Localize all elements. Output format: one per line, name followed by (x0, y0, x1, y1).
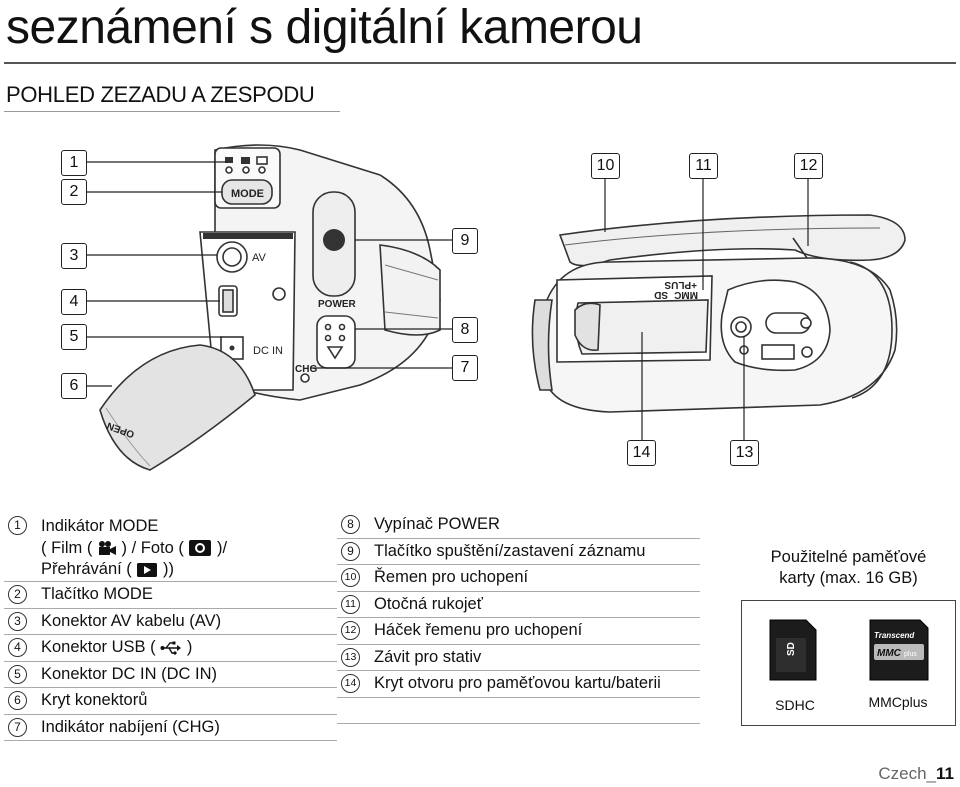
camcorder-diagram: MODE AV DC IN POWER CHG OPEN (86, 144, 906, 471)
dc-in-label: DC IN (253, 345, 283, 357)
callout-2: 2 (61, 179, 87, 205)
item-number: 5 (8, 664, 27, 684)
legend-item: 3 Konektor AV kabelu (AV) (4, 609, 337, 635)
callout-12: 12 (794, 153, 823, 179)
callout-5: 5 (61, 324, 87, 350)
plus-logo-text: plus (904, 651, 917, 658)
mode-label: MODE (231, 188, 264, 200)
legend-text: Závit pro stativ (374, 647, 482, 666)
av-label: AV (252, 252, 267, 264)
legend-text: Konektor USB ( ) (41, 638, 193, 657)
item-number: 13 (341, 647, 360, 667)
legend-item: 4 Konektor USB ( ) (4, 635, 337, 662)
legend-item: 14 Kryt otvoru pro paměťovou kartu/bater… (337, 671, 700, 698)
section-heading: POHLED ZEZADU A ZESPODU (6, 82, 315, 107)
legend-text: Tlačítko spuštění/zastavení záznamu (374, 541, 646, 560)
cards-title: Použitelné paměťové karty (max. 16 GB) (770, 548, 927, 587)
transcend-text: Transcend (874, 631, 915, 640)
legend-item: 6 Kryt konektorů (4, 688, 337, 715)
legend-text: Vypínač POWER (374, 515, 500, 534)
callout-10: 10 (591, 153, 620, 179)
mmc-label: MMC (674, 289, 698, 300)
legend-text: Otočná rukojeť (374, 594, 483, 613)
mmc-logo-text: MMC (877, 648, 902, 659)
bottom-view-camera (531, 214, 906, 413)
legend-item: 12 Háček řemenu pro uchopení (337, 618, 700, 645)
item-number: 6 (8, 691, 27, 711)
legend-text: Kryt konektorů (41, 691, 148, 710)
legend-item: 7 Indikátor nabíjení (CHG) (4, 715, 337, 741)
section-rule (4, 111, 340, 112)
legend-item: 8 Vypínač POWER (337, 512, 700, 539)
callout-11: 11 (689, 153, 718, 179)
playback-icon (137, 562, 158, 577)
mmcplus-label: MMCplus (868, 694, 928, 710)
item-number: 4 (8, 638, 27, 658)
callout-8: 8 (452, 317, 478, 343)
item-number: 10 (341, 568, 360, 588)
callout-4: 4 (61, 289, 87, 315)
sd-label: SD (654, 289, 668, 300)
mmcplus-card-icon: Transcend MMC plus (869, 619, 929, 681)
item-number: 12 (341, 621, 360, 641)
legend-item: 2 Tlačítko MODE (4, 582, 337, 609)
plus-label: +PLUS (664, 279, 697, 290)
legend-text: Indikátor MODE ( Film ( ) / Foto ( )/ Př… (41, 517, 228, 578)
svg-text:SD: SD (786, 642, 797, 656)
legend-item: 10 Řemen pro uchopení (337, 565, 700, 592)
legend-text: Konektor AV kabelu (AV) (41, 611, 222, 630)
title-rule (4, 62, 956, 64)
legend-item: 11 Otočná rukojeť (337, 592, 700, 618)
item-number: 8 (341, 515, 360, 535)
legend-text: Háček řemenu pro uchopení (374, 621, 583, 640)
legend-text: Indikátor nabíjení (CHG) (41, 717, 220, 736)
sdhc-label: SDHC (775, 697, 815, 713)
rear-view-camera (99, 144, 441, 471)
item-number: 3 (8, 611, 27, 631)
legend-spacer-row (337, 698, 700, 724)
legend-item: 1 Indikátor MODE ( Film ( ) / Foto ( )/ … (4, 512, 337, 582)
page-title: seznámení s digitální kamerou (6, 1, 643, 54)
item-number: 2 (8, 585, 27, 605)
page-footer: Czech_11 (878, 764, 954, 783)
item-number: 7 (8, 717, 27, 737)
power-label: POWER (318, 299, 357, 310)
legend-item: 5 Konektor DC IN (DC IN) (4, 662, 337, 688)
legend-text: Kryt otvoru pro paměťovou kartu/baterii (374, 674, 661, 693)
callout-13: 13 (730, 440, 759, 466)
legend-right: 8 Vypínač POWER 9 Tlačítko spuštění/zast… (337, 512, 700, 724)
legend-text: Konektor DC IN (DC IN) (41, 664, 218, 683)
item-number: 9 (341, 541, 360, 561)
legend-left: 1 Indikátor MODE ( Film ( ) / Foto ( )/ … (4, 512, 337, 741)
callout-3: 3 (61, 243, 87, 269)
callout-14: 14 (627, 440, 656, 466)
callout-6: 6 (61, 373, 87, 399)
movie-camera-icon (98, 541, 116, 556)
legend-text: Tlačítko MODE (41, 585, 153, 604)
cards-box: SD Transcend MMC plus SDHC MMCplus (741, 600, 956, 726)
item-number: 14 (341, 674, 360, 694)
item-number: 11 (341, 594, 360, 614)
callout-9: 9 (452, 228, 478, 254)
photo-camera-icon (189, 540, 212, 557)
chg-label: CHG (295, 364, 317, 375)
sdhc-card-icon: SD (769, 619, 817, 681)
usb-icon (160, 641, 182, 655)
item-number: 1 (8, 516, 27, 535)
legend-item: 13 Závit pro stativ (337, 645, 700, 671)
legend-item: 9 Tlačítko spuštění/zastavení záznamu (337, 539, 700, 565)
callout-1: 1 (61, 150, 87, 176)
legend-text: Řemen pro uchopení (374, 568, 529, 587)
callout-7: 7 (452, 355, 478, 381)
